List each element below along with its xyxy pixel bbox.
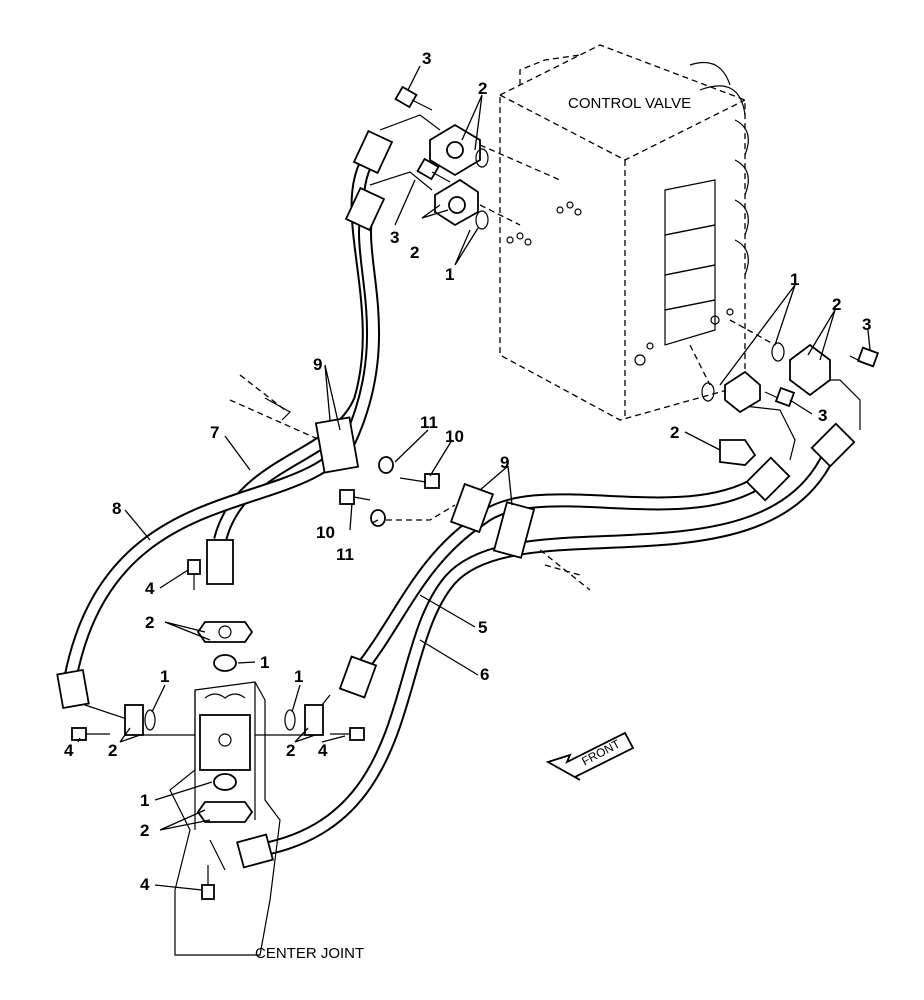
callout-4: 4 <box>140 875 150 894</box>
bolt-3 <box>394 85 880 408</box>
callout-6: 6 <box>480 665 489 684</box>
hose-fittings <box>56 129 856 869</box>
callout-4: 4 <box>318 741 328 760</box>
flange-right <box>719 343 831 466</box>
callout-2: 2 <box>670 423 679 442</box>
leader-lines <box>77 65 871 891</box>
control-valve-label: CONTROL VALVE <box>568 95 691 112</box>
callout-3: 3 <box>390 228 399 247</box>
center-joint-label: CENTER JOINT <box>255 945 364 962</box>
callout-2: 2 <box>832 295 841 314</box>
callout-1: 1 <box>260 653 269 672</box>
callout-2: 2 <box>478 79 487 98</box>
bolt-10 <box>339 473 440 505</box>
callout-10: 10 <box>445 427 464 446</box>
callout-2: 2 <box>286 741 295 760</box>
callout-1: 1 <box>140 791 149 810</box>
callout-9: 9 <box>500 453 509 472</box>
callout-1: 1 <box>294 667 303 686</box>
callout-3: 3 <box>422 49 431 68</box>
front-arrow-icon: FRONT <box>545 731 635 781</box>
callout-4: 4 <box>145 579 155 598</box>
callout-2: 2 <box>140 821 149 840</box>
callout-1: 1 <box>790 270 799 289</box>
hose-6 <box>258 437 842 857</box>
hose-5 <box>354 464 780 675</box>
callout-9: 9 <box>313 355 322 374</box>
callout-2: 2 <box>108 741 117 760</box>
center-joint <box>71 559 365 956</box>
callout-4: 4 <box>64 741 74 760</box>
callout-3: 3 <box>862 315 871 334</box>
callout-8: 8 <box>112 499 121 518</box>
callout-10: 10 <box>316 523 335 542</box>
callout-11: 11 <box>336 545 354 564</box>
callout-numbers: 3 2 3 2 1 1 2 3 3 2 9 7 8 11 10 9 10 11 … <box>64 49 871 894</box>
callout-3: 3 <box>818 406 827 425</box>
flange-upper <box>429 123 481 227</box>
callout-5: 5 <box>478 618 487 637</box>
callout-11: 11 <box>420 413 438 432</box>
callout-2: 2 <box>410 243 419 262</box>
callout-1: 1 <box>160 667 169 686</box>
washer-11 <box>370 456 394 527</box>
callout-2: 2 <box>145 613 154 632</box>
callout-7: 7 <box>210 423 219 442</box>
clamp-9 <box>314 416 536 559</box>
callout-1: 1 <box>445 265 454 284</box>
